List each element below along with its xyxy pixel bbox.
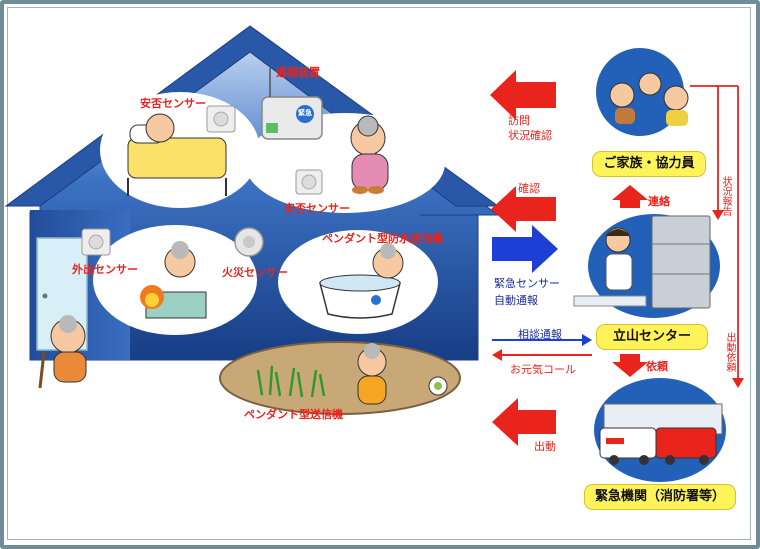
arrow-shutsudo	[492, 398, 556, 446]
arrow-kakunin	[491, 186, 556, 232]
sleeping-person-icon	[145, 113, 175, 143]
emergency-box: 緊急機関（消防署等）	[584, 484, 736, 510]
family-icon	[609, 82, 635, 108]
server-icon	[651, 215, 711, 309]
inner-frame	[7, 7, 751, 540]
shutsudo-label: 出動	[534, 440, 556, 453]
jokyo-hokoku-label: 状況報告	[720, 176, 731, 216]
ground-oval	[219, 341, 461, 415]
family-box: ご家族・協力員	[592, 151, 706, 177]
room-kitchen	[93, 225, 257, 335]
irai-label: 依頼	[646, 360, 668, 373]
kinkyu-sensor-label: 緊急センサー	[494, 277, 560, 290]
ansen-sensor-top-label: 安否センサー	[140, 97, 206, 110]
gaishutsu-sensor-label: 外出センサー	[72, 263, 138, 276]
arrow-renraku	[612, 185, 648, 208]
kakunin-label: 確認	[518, 182, 540, 195]
bathtub-icon	[319, 282, 401, 319]
jokyo-kakunin-label: 状況確認	[508, 129, 552, 142]
bed-icon	[127, 137, 227, 179]
cane-icon	[38, 351, 46, 389]
arrow-homon	[490, 70, 556, 120]
shutsudo-irai-label: 出動依頼	[724, 332, 735, 372]
tsuho-sochi-label: 通報装置	[276, 66, 320, 79]
homon-label: 訪問	[508, 114, 530, 127]
pendant-waterproof-icon	[371, 295, 381, 305]
sodan-tsuho-label: 相談通報	[518, 328, 562, 341]
fire-truck-icon	[655, 427, 717, 459]
arrow-kinkyu	[492, 225, 558, 273]
center-box: 立山センター	[596, 324, 708, 350]
kasai-sensor-label: 火災センサー	[222, 266, 288, 279]
door-knob	[42, 293, 48, 299]
renraku-label: 連絡	[648, 195, 670, 208]
grass-icon	[256, 365, 326, 398]
pendant-label: ペンダント型送信機	[244, 408, 343, 421]
ogenki-call-label: お元気コール	[510, 363, 576, 376]
device-emergency-label: 緊急	[298, 109, 312, 117]
ansen-sensor-right-label: 安否センサー	[284, 202, 350, 215]
jido-tsuho-label: 自動通報	[494, 294, 538, 307]
arrow-irai	[612, 354, 648, 377]
pendant-waterproof-label: ペンダント型防水送信機	[322, 232, 443, 245]
